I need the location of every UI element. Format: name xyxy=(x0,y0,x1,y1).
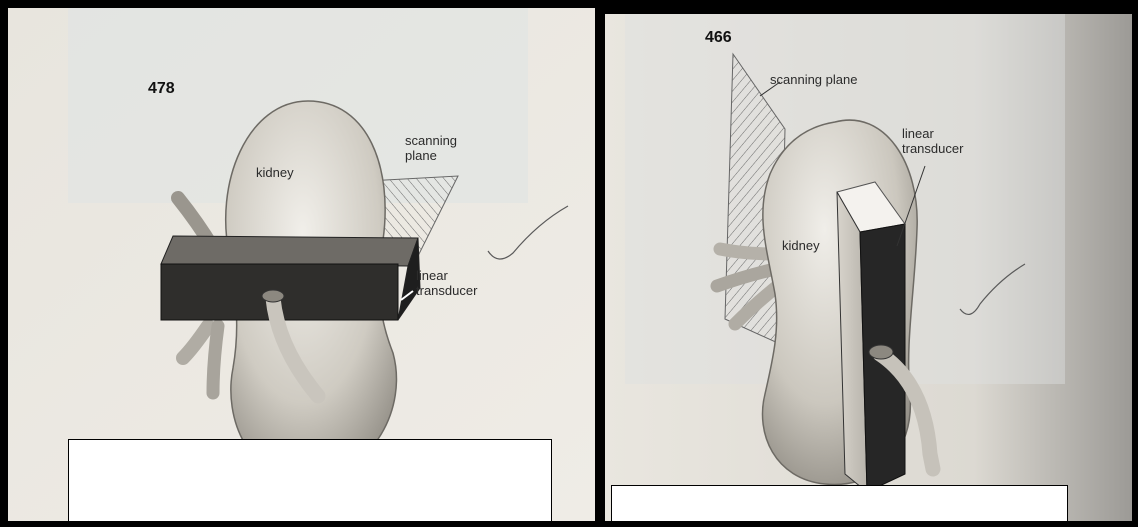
caption-redaction-box xyxy=(611,485,1068,521)
figure-number: 466 xyxy=(705,29,732,47)
figure-466-illustration xyxy=(605,14,1132,521)
figure-478-panel: 478 kidney scanning plane linear transdu… xyxy=(8,8,595,521)
caption-redaction-box xyxy=(68,439,552,521)
figure-466-panel: 466 scanning plane linear transducer kid… xyxy=(605,14,1132,521)
scanning-plane-label: scanning plane xyxy=(770,72,857,87)
transducer-top xyxy=(161,236,418,266)
vessel-lower xyxy=(213,326,218,393)
scanning-plane-label: scanning plane xyxy=(405,133,457,163)
kidney-label: kidney xyxy=(256,165,294,180)
transducer-label: linear transducer xyxy=(416,268,477,298)
cable-connector xyxy=(262,290,284,302)
figure-number: 478 xyxy=(148,80,175,98)
kidney-label: kidney xyxy=(782,238,820,253)
cable-connector xyxy=(869,345,893,359)
transducer-label: linear transducer xyxy=(902,126,963,156)
